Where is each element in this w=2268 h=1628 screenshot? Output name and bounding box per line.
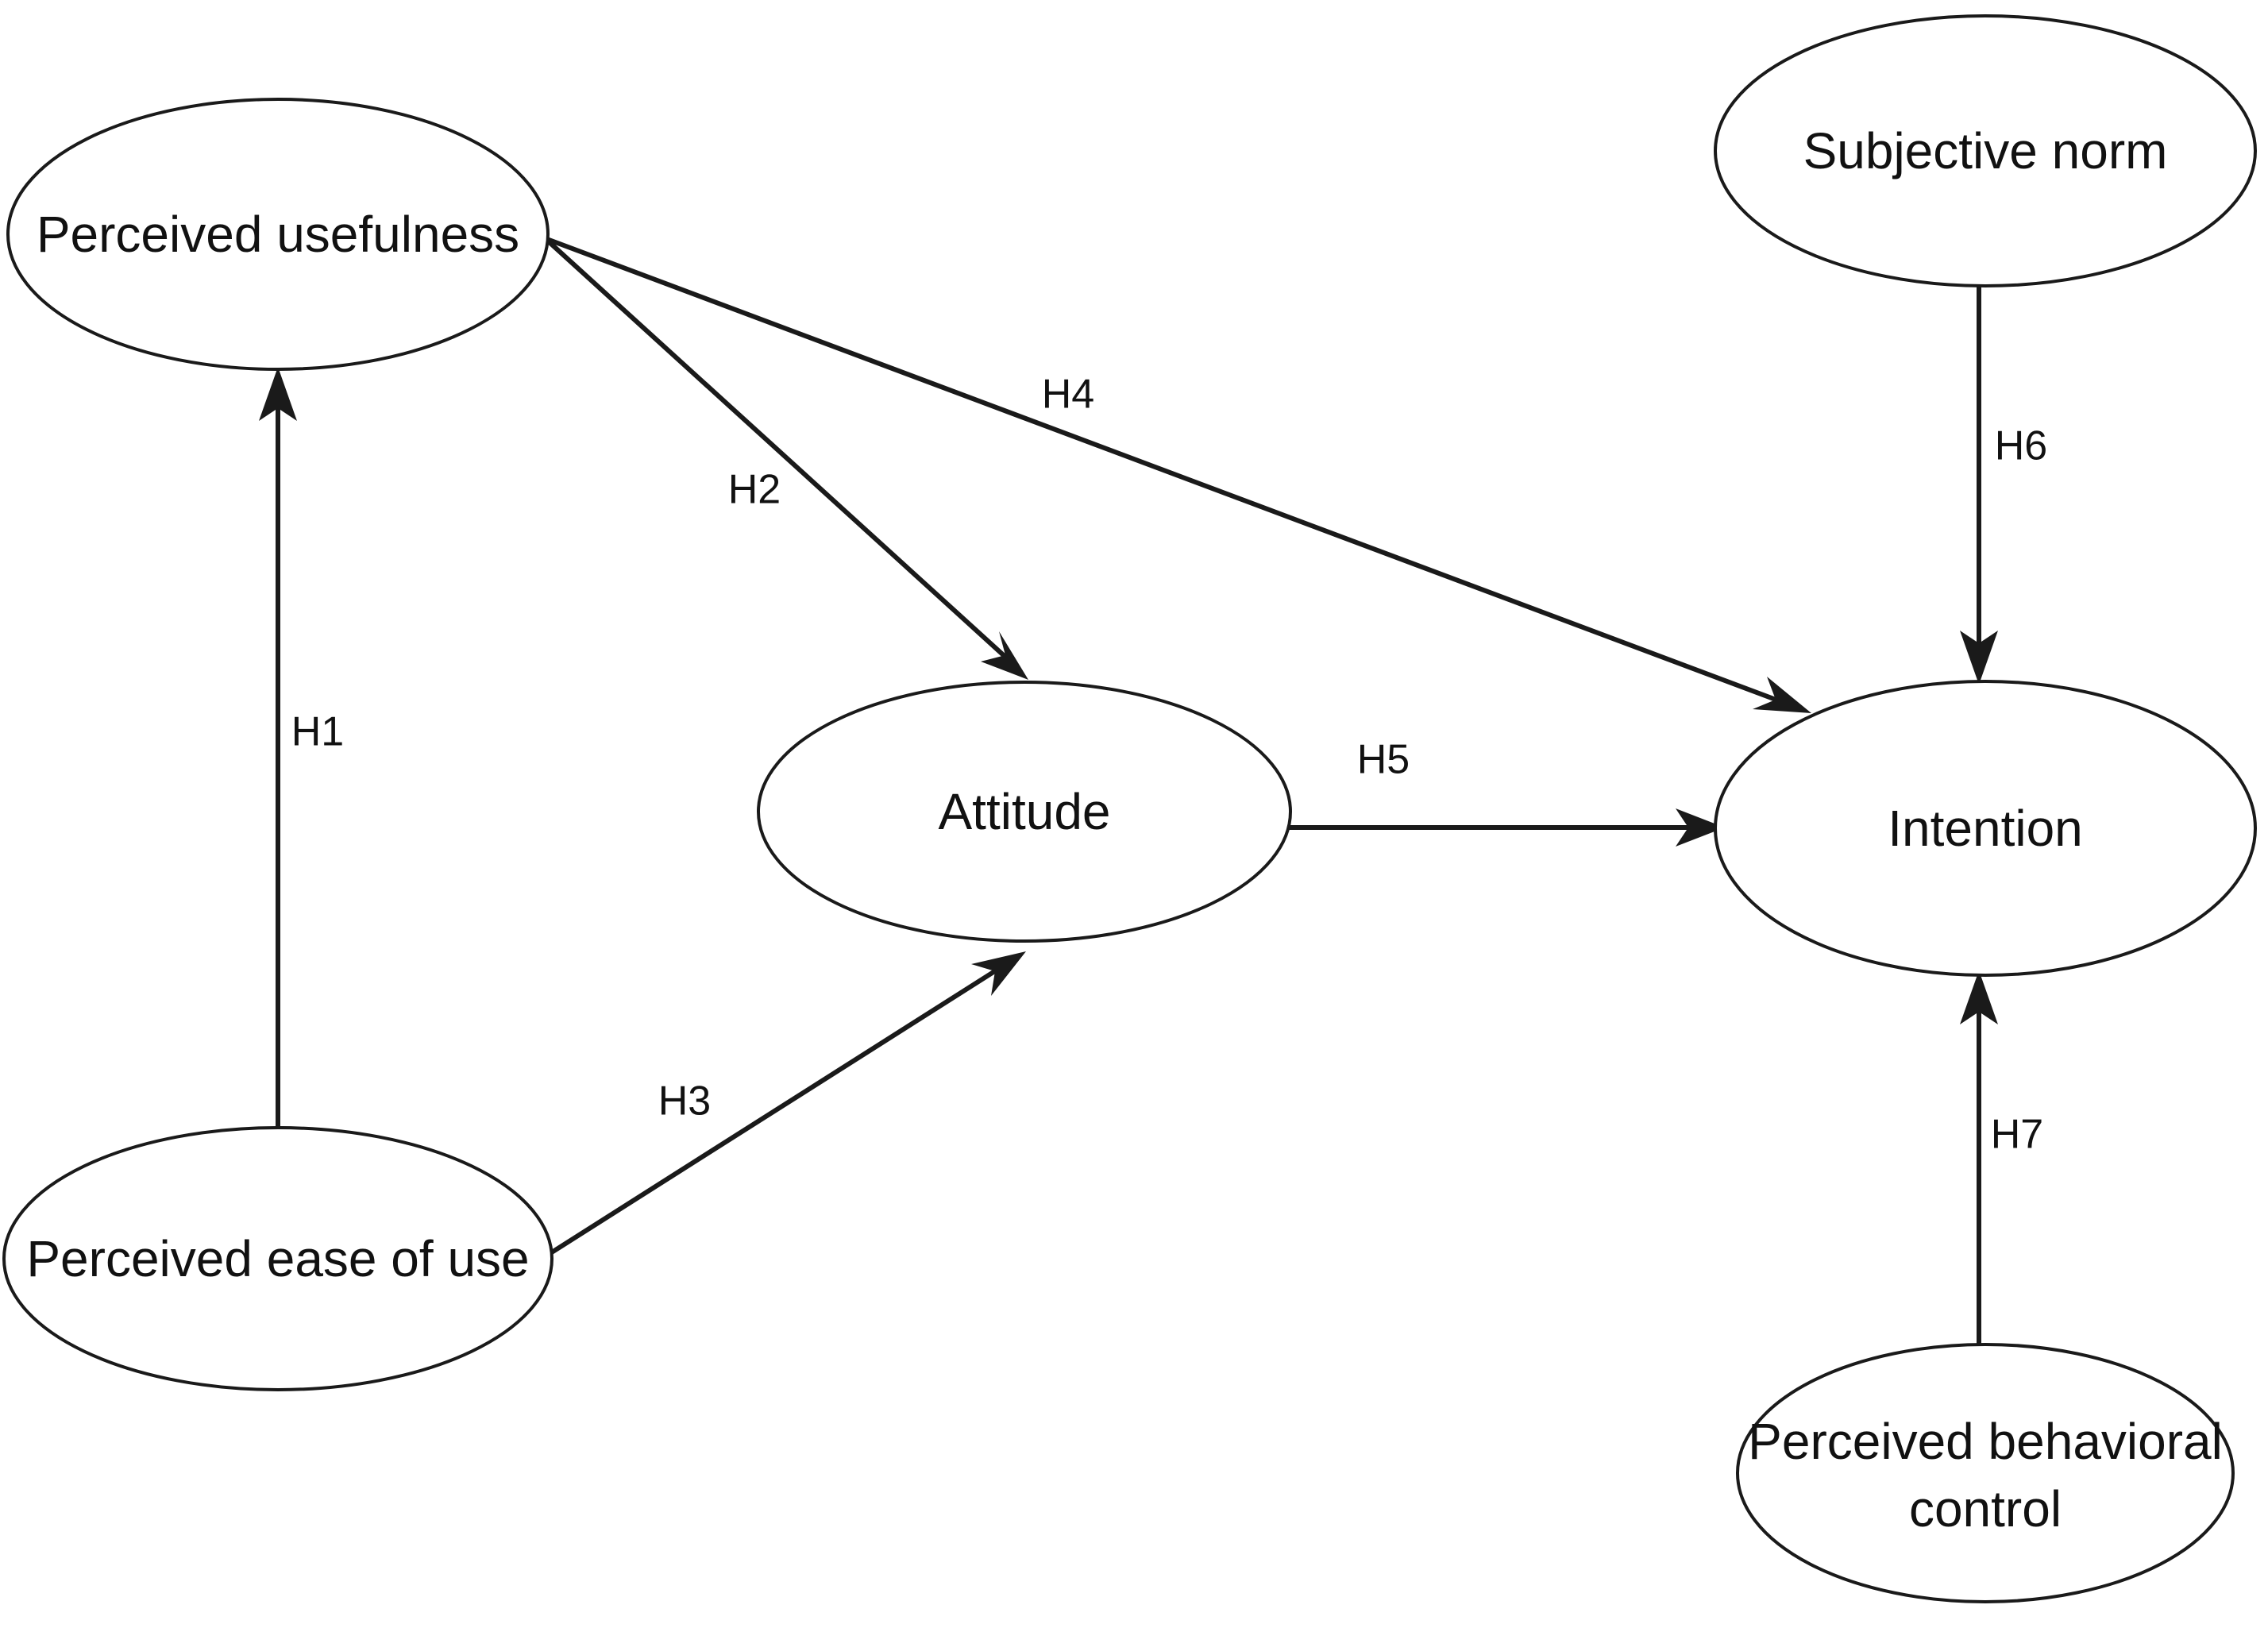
node-perceived-ease-of-use[interactable]: Perceived ease of use	[2, 1126, 554, 1391]
edge-h5-arrowhead	[1676, 808, 1725, 847]
edge-h7-arrowhead	[1960, 970, 1998, 1024]
edge-h1-arrowhead	[259, 367, 297, 421]
edge-h4: H4	[543, 236, 1811, 713]
edge-h6: H6	[1960, 284, 2047, 685]
edge-h2-label: H2	[728, 467, 781, 513]
node-perceived-behavioral-control[interactable]: Perceived behavioral control	[1736, 1343, 2235, 1603]
node-intention-shape	[1714, 680, 2257, 977]
edge-h4-line	[543, 236, 1792, 708]
node-attitude[interactable]: Attitude	[757, 681, 1292, 943]
edge-h1-label: H1	[291, 709, 344, 755]
node-perceived-usefulness-label: Perceived usefulness	[37, 206, 519, 263]
node-intention-label: Intention	[1888, 800, 2083, 857]
node-subjective-norm[interactable]: Subjective norm	[1714, 14, 2257, 287]
node-perceived-usefulness[interactable]: Perceived usefulness	[6, 98, 550, 371]
node-attitude-label: Attitude	[938, 783, 1110, 840]
node-attitude-shape	[757, 681, 1292, 943]
node-perceived-ease-of-use-label: Perceived ease of use	[26, 1230, 529, 1287]
edge-h4-arrowhead	[1753, 677, 1811, 713]
edge-h3-label: H3	[658, 1078, 711, 1125]
edge-h2-arrowhead	[981, 631, 1028, 680]
edge-h1: H1	[259, 367, 344, 1128]
node-perceived-ease-of-use-shape	[2, 1126, 554, 1391]
node-perceived-usefulness-shape	[6, 98, 550, 371]
edge-h3: H3	[546, 951, 1026, 1257]
edge-h7: H7	[1960, 970, 2043, 1350]
node-intention[interactable]: Intention	[1714, 680, 2257, 977]
edge-h4-label: H4	[1042, 372, 1094, 418]
edge-h6-arrowhead	[1960, 631, 1998, 685]
edge-h5-label: H5	[1357, 737, 1410, 783]
edge-h6-label: H6	[1995, 423, 2047, 469]
edge-h2: H2	[541, 234, 1028, 680]
node-subjective-norm-label: Subjective norm	[1803, 122, 2168, 179]
edge-h3-arrowhead	[971, 951, 1026, 996]
node-perceived-behavioral-control-label-line1: Perceived behavioral	[1748, 1413, 2223, 1470]
node-subjective-norm-shape	[1714, 14, 2257, 287]
edge-h3-line	[546, 960, 1010, 1257]
node-perceived-behavioral-control-shape	[1736, 1343, 2235, 1603]
node-perceived-behavioral-control-label-line2: control	[1909, 1480, 2062, 1537]
edge-h5: H5	[1288, 737, 1725, 847]
edge-h7-label: H7	[1991, 1112, 2043, 1158]
edge-h2-line	[541, 234, 1017, 668]
